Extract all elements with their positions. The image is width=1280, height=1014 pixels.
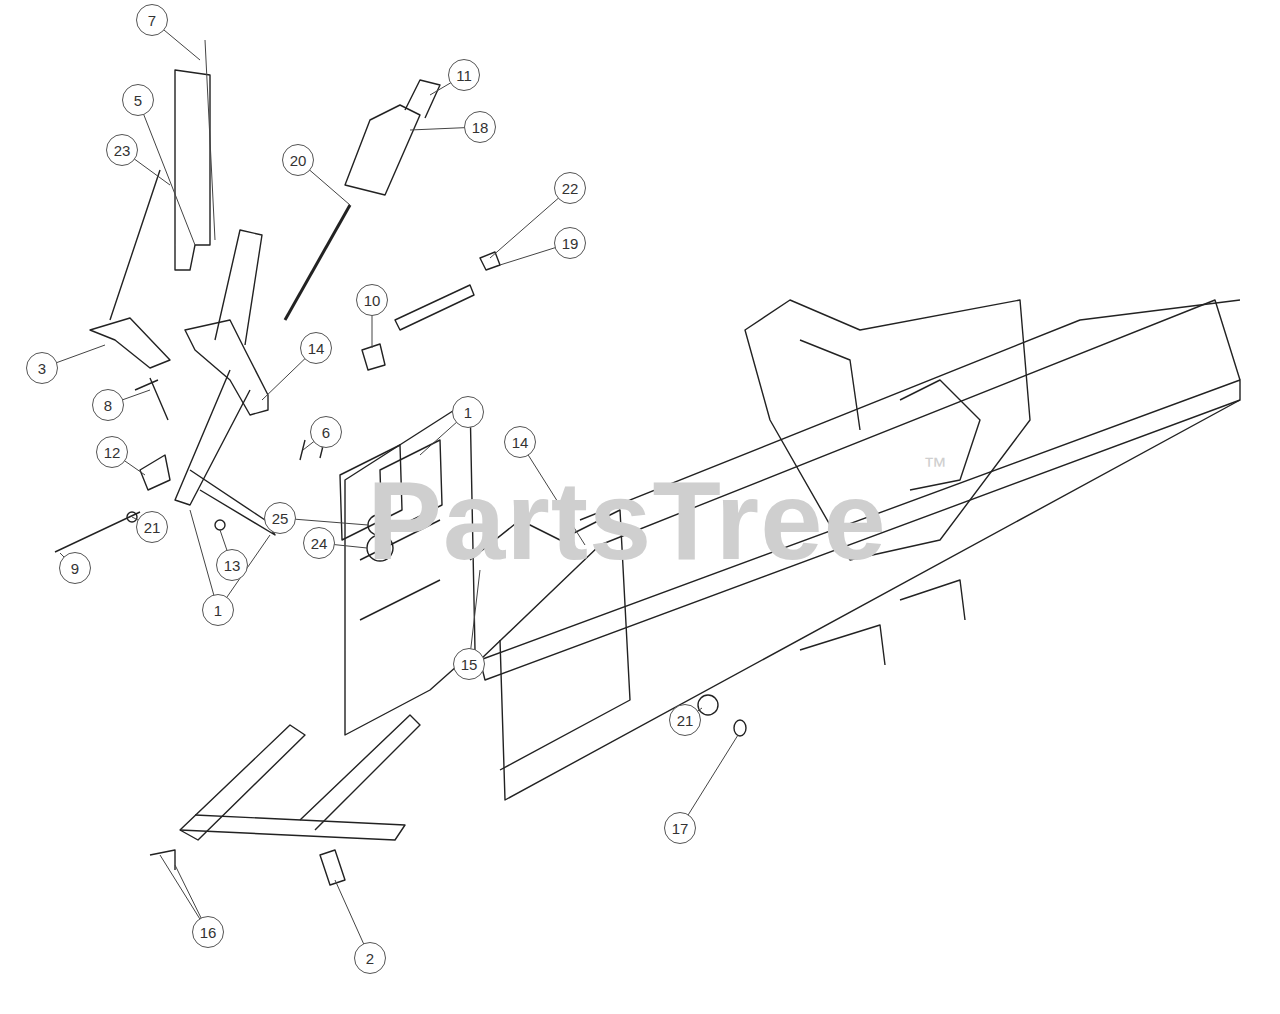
frame-cross — [800, 580, 965, 665]
callout-number: 13 — [216, 549, 248, 581]
callout-number: 19 — [554, 227, 586, 259]
callout-number: 11 — [448, 59, 480, 91]
callout-number: 1 — [202, 594, 234, 626]
callout-number: 22 — [554, 172, 586, 204]
callout-number: 21 — [669, 704, 701, 736]
callout-number: 16 — [192, 916, 224, 948]
link-rod — [110, 170, 160, 320]
axle-tab — [150, 850, 175, 870]
callout-number: 21 — [136, 511, 168, 543]
clip — [480, 252, 500, 270]
spring — [285, 205, 350, 320]
callout-number: 15 — [453, 648, 485, 680]
callout-number: 18 — [464, 111, 496, 143]
callout-number: 5 — [122, 84, 154, 116]
callout-number: 14 — [504, 426, 536, 458]
callout-number: 7 — [136, 4, 168, 36]
callout-number: 2 — [354, 942, 386, 974]
callout-number: 12 — [96, 436, 128, 468]
ring — [734, 720, 746, 736]
axle-bushing — [320, 850, 345, 885]
callout-number: 17 — [664, 812, 696, 844]
link-arm — [90, 318, 170, 368]
watermark: PartsTree — [367, 456, 887, 585]
collar — [362, 344, 385, 370]
nut — [215, 520, 225, 530]
callout-number: 25 — [264, 502, 296, 534]
callout-number: 6 — [310, 416, 342, 448]
handle-grip — [345, 105, 420, 195]
axle-bracket — [180, 725, 305, 840]
axle-bracket — [180, 815, 405, 840]
callout-number: 9 — [59, 552, 91, 584]
callout-number: 10 — [356, 284, 388, 316]
handle-tip — [405, 80, 440, 118]
callout-number: 23 — [106, 134, 138, 166]
callout-number: 24 — [303, 527, 335, 559]
lift-lever — [215, 230, 262, 345]
pin — [140, 455, 170, 490]
bar — [395, 285, 474, 330]
lift-lever — [185, 320, 268, 415]
callout-number: 14 — [300, 332, 332, 364]
bolt — [55, 512, 140, 552]
lift-shaft — [190, 470, 275, 535]
callout-number: 8 — [92, 389, 124, 421]
callout-number: 20 — [282, 144, 314, 176]
ball-joint — [135, 378, 168, 420]
axle-bracket — [300, 715, 420, 830]
callout-number: 3 — [26, 352, 58, 384]
bushing — [698, 695, 718, 715]
watermark: ™ — [923, 452, 947, 480]
callout-number: 1 — [452, 396, 484, 428]
